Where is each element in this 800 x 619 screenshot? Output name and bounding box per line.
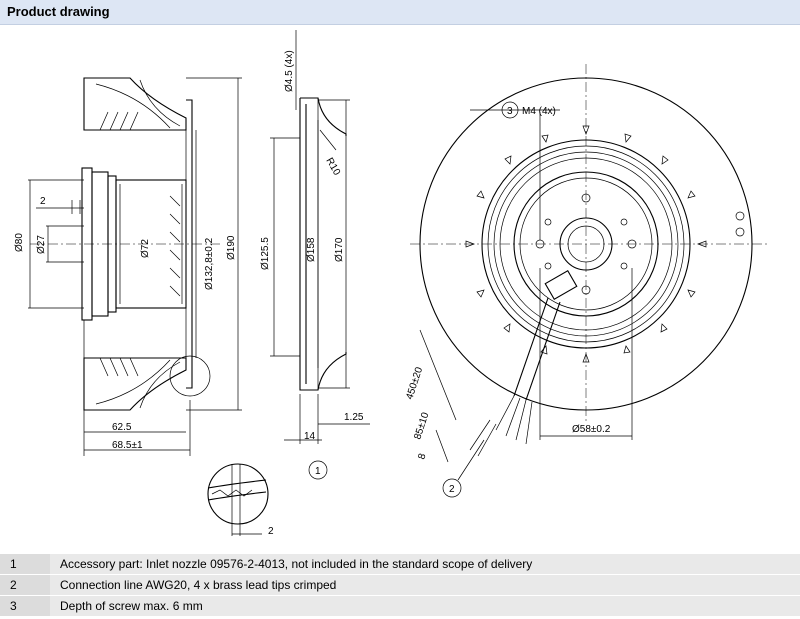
note-number: 2 (0, 575, 50, 595)
dim-m4: M4 (4x) (522, 106, 556, 117)
dim-w2: 2 (40, 196, 46, 207)
dim-l68: 68.5±1 (112, 440, 143, 451)
section-title: Product drawing (7, 4, 110, 19)
dim-hole: Ø4.5 (4x) (284, 50, 295, 92)
dim-cable: 450±20 (404, 365, 425, 400)
note-row: 1 Accessory part: Inlet nozzle 09576-2-4… (0, 553, 800, 574)
dim-d132: Ø132,8±0.2 (204, 237, 215, 290)
dim-d80: Ø80 (14, 233, 25, 252)
callout-1: 1 (315, 466, 321, 477)
dim-d158: Ø158 (306, 237, 317, 262)
note-row: 3 Depth of screw max. 6 mm (0, 595, 800, 616)
note-number: 3 (0, 596, 50, 616)
dim-t125: 1.25 (344, 412, 364, 423)
callout-3: 3 (507, 106, 513, 117)
notes-table: 1 Accessory part: Inlet nozzle 09576-2-4… (0, 553, 800, 616)
dim-r10: R10 (323, 156, 342, 178)
dim-d170: Ø170 (334, 237, 345, 262)
blade-tabs (465, 125, 707, 363)
dim-tip: 8 (416, 452, 428, 461)
note-text: Connection line AWG20, 4 x brass lead ti… (60, 578, 337, 592)
note-row: 2 Connection line AWG20, 4 x brass lead … (0, 574, 800, 595)
dim-d58: Ø58±0.2 (572, 424, 611, 435)
side-view: Ø80 Ø27 2 Ø72 Ø132,8±0.2 Ø190 62.5 68.5±… (14, 77, 274, 537)
dim-strip: 85±10 (412, 411, 431, 441)
dim-d190: Ø190 (226, 235, 237, 260)
dim-w14: 14 (304, 431, 316, 442)
technical-drawing: Ø80 Ø27 2 Ø72 Ø132,8±0.2 Ø190 62.5 68.5±… (14, 30, 770, 537)
front-view: 3 M4 (4x) Ø58±0.2 450±20 85±10 8 2 (404, 64, 770, 498)
dim-d27: Ø27 (36, 235, 47, 254)
nozzle-view: Ø125.5 Ø158 Ø170 Ø4.5 (4x) R10 14 1.25 1 (260, 30, 370, 480)
callout-2: 2 (449, 484, 455, 495)
note-text: Accessory part: Inlet nozzle 09576-2-401… (60, 557, 533, 571)
dim-d125: Ø125.5 (260, 237, 271, 270)
note-number: 1 (0, 554, 50, 574)
section-header: Product drawing (0, 0, 800, 25)
dim-d72: Ø72 (140, 239, 151, 258)
dim-detail2: 2 (268, 526, 274, 537)
dim-l62: 62.5 (112, 422, 132, 433)
note-text: Depth of screw max. 6 mm (60, 599, 203, 613)
